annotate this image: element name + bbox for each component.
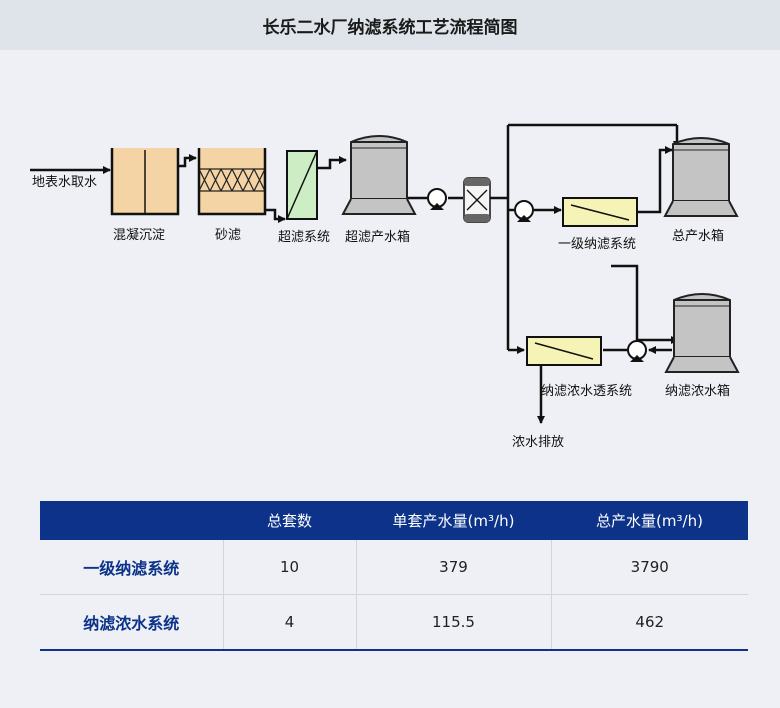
sand-filter [197,148,267,216]
label-uf-tank: 超滤产水箱 [345,229,410,245]
product-water-tank [663,137,739,217]
sand-to-uf-pipe [265,208,286,223]
label-product-tank: 总产水箱 [672,228,724,244]
row-name: 一级纳滤系统 [40,540,223,595]
header-cell-unit-flow: 单套产水量(m³/h) [392,512,515,530]
nf1-to-product-pipe [638,146,673,214]
uf-module [286,150,318,220]
nf1-module [562,197,638,227]
label-concentrate-system: 纳滤浓水透系统 [541,384,632,399]
page-title: 长乐二水厂纳滤系统工艺流程简图 [262,17,518,38]
label-discharge: 浓水排放 [512,435,564,450]
row-unit-flow: 379 [355,540,551,595]
concentrate-nf-module [526,336,602,366]
label-sand-filter: 砂滤 [215,228,241,243]
uf-to-tank-pipe [317,156,347,170]
cartridge-filter [463,177,491,223]
table-row: 一级纳滤系统 10 379 3790 [40,540,748,595]
label-uf-system: 超滤系统 [278,230,330,245]
row-unit-flow: 115.5 [355,594,551,651]
row-sets: 10 [222,540,356,595]
pump-3 [627,340,647,362]
coagulation-basin [110,148,180,216]
pump-1 [427,188,447,210]
coag-to-sand-pipe [179,154,197,168]
uf-product-tank [341,135,417,215]
process-flow-diagram: 地表水取水 混凝沉淀 砂滤 超滤系统 超滤产水箱 一级纳滤系统 总产水箱 纳滤浓… [30,123,740,450]
title-bar: 长乐二水厂纳滤系统工艺流程简图 [0,0,780,50]
row-name: 纳滤浓水系统 [40,594,223,651]
concentrate-tank [664,293,740,373]
header-cell-total-flow: 总产水量(m³/h) [596,512,703,530]
label-intake: 地表水取水 [32,175,97,190]
label-coagulation: 混凝沉淀 [113,227,165,243]
pump-2 [514,200,534,222]
table-row: 纳滤浓水系统 4 115.5 462 [40,594,748,651]
header-cell-sets: 总套数 [266,512,312,530]
flow-lines [30,123,681,424]
row-sets: 4 [222,594,356,651]
row-total-flow: 3790 [550,540,748,595]
header-cell-blank [40,501,223,540]
label-nf1-system: 一级纳滤系统 [558,237,636,252]
capacity-table-wrapper: 总套数 单套产水量(m³/h) 总产水量(m³/h) 一级纳滤系统 10 379… [40,501,748,651]
row-total-flow: 462 [550,594,748,651]
table-header-row: 总套数 单套产水量(m³/h) 总产水量(m³/h) [40,501,748,540]
label-concentrate-tank: 纳滤浓水箱 [665,383,730,399]
conc-return-pipe [611,264,639,340]
capacity-table: 总套数 单套产水量(m³/h) 总产水量(m³/h) 一级纳滤系统 10 379… [40,501,748,651]
